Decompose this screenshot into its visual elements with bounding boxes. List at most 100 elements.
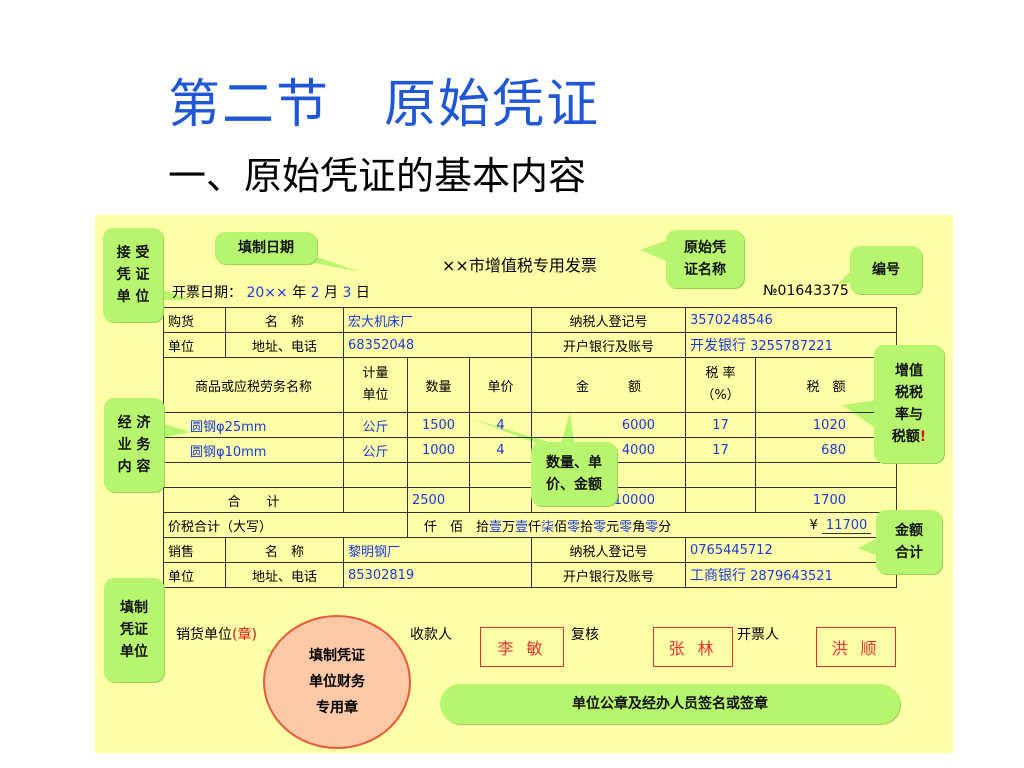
item-amount: 6000 — [531, 412, 686, 438]
words-part: 拾 — [580, 519, 594, 535]
date-month: 2 — [310, 285, 320, 301]
item-tax: 1020 — [755, 412, 897, 438]
header-unit-2: 单位 — [362, 388, 389, 403]
callout-qty-price: 数量、单价、金额 — [531, 442, 617, 506]
callout-total-amount: 金额合计 — [876, 510, 942, 574]
issuer-signature: 洪 顺 — [816, 627, 896, 667]
seal-line: 填制凭证 — [309, 648, 365, 664]
seller-label-2: 单位 — [163, 562, 226, 588]
callout-line: 凭证 — [120, 622, 148, 638]
callout-mark: ! — [919, 429, 927, 445]
header-price: 单价 — [469, 357, 532, 413]
seal-line: 单位财务 — [309, 674, 365, 690]
buyer-addr-value: 68352048 — [343, 332, 532, 358]
buyer-bank-account: 3255787221 — [750, 339, 833, 354]
date-day: 3 — [342, 285, 352, 301]
words-part: 角 — [632, 519, 646, 535]
invoice-number: №01643375 — [763, 283, 849, 299]
words-digit: 柒 — [541, 519, 555, 535]
header-amount: 金 额 — [531, 357, 686, 413]
callout-date: 填制日期 — [215, 232, 317, 264]
items-header-row: 商品或应税劳务名称 计量单位 数量 单价 金 额 税 率（%） 税 额 — [163, 357, 897, 413]
seller-unit-text: 销货单位 — [176, 627, 232, 643]
words-digit: 零 — [619, 519, 633, 535]
words-part: 元 — [606, 519, 620, 535]
seal-line: 专用章 — [316, 700, 358, 716]
buyer-addr-row: 单位 地址、电话 68352048 开户银行及账号 开发银行 325578722… — [163, 332, 897, 358]
seller-addr-row: 单位 地址、电话 85302819 开户银行及账号 工商银行 287964352… — [163, 562, 897, 588]
seal-mark: (章) — [232, 627, 257, 643]
words-part: 佰 — [554, 519, 568, 535]
payee-signature: 李 敏 — [480, 627, 564, 667]
callout-line: 价、金额 — [546, 477, 602, 493]
buyer-bank-value: 开发银行 3255787221 — [685, 332, 897, 358]
buyer-name-label: 名 称 — [225, 307, 344, 333]
item-rate: 17 — [685, 437, 756, 463]
total-label: 合 计 — [163, 487, 344, 513]
buyer-name-value: 宏大机床厂 — [343, 307, 532, 333]
item-rate: 17 — [685, 412, 756, 438]
header-qty: 数量 — [407, 357, 470, 413]
callout-line: 证名称 — [684, 262, 726, 278]
seller-addr-value: 85302819 — [343, 562, 532, 588]
callout-line: 单位 — [120, 644, 148, 660]
seller-name-row: 销售 名 称 黎明钢厂 纳税人登记号 0765445712 — [163, 537, 897, 563]
words-digit: 零 — [567, 519, 581, 535]
words-digit: 零 — [645, 519, 659, 535]
item-unit: 公斤 — [343, 437, 408, 463]
grand-total-words: 仟 佰 拾壹万壹仟柒佰零拾零元零角零分 — [407, 512, 756, 538]
buyer-bank-label: 开户银行及账号 — [531, 332, 686, 358]
callout-line: 单 位 — [116, 289, 150, 305]
item-price: 4 — [469, 437, 532, 463]
seller-bank-name: 工商银行 — [690, 568, 746, 584]
seller-bank-label: 开户银行及账号 — [531, 562, 686, 588]
grand-total-label: 价税合计（大写） — [163, 512, 408, 538]
callout-line: 合计 — [895, 545, 923, 561]
buyer-addr-label: 地址、电话 — [225, 332, 344, 358]
total-row: 合 计 2500 10000 1700 — [163, 487, 897, 513]
callout-line: 率与 — [894, 407, 923, 423]
words-digit: 壹 — [489, 519, 503, 535]
header-item: 商品或应税劳务名称 — [163, 357, 344, 413]
header-rate-2: （%） — [701, 388, 740, 403]
buyer-tax-id-value: 3570248546 — [685, 307, 897, 333]
callout-line: 金额 — [895, 523, 923, 539]
item-price: 4 — [469, 412, 532, 438]
buyer-tax-id-label: 纳税人登记号 — [531, 307, 686, 333]
buyer-label-2: 单位 — [163, 332, 226, 358]
invoice-date: 开票日期： 20×× 年 2 月 3 日 — [172, 282, 370, 302]
reviewer-label: 复核 — [571, 627, 599, 643]
seller-name-value: 黎明钢厂 — [343, 537, 532, 563]
callout-receiver: 接 受凭 证单 位 — [103, 228, 163, 322]
seller-bank-value: 工商银行 2879643521 — [685, 562, 897, 588]
grand-total-value-cell: ¥ 11700 — [755, 512, 897, 538]
words-part: 分 — [658, 519, 672, 535]
words-part: 仟 — [528, 519, 542, 535]
grand-total-value: 11700 — [821, 517, 872, 534]
invoice-table: 购货 名 称 宏大机床厂 纳税人登记号 3570248546 单位 地址、电话 … — [163, 307, 897, 588]
header-rate: 税 率（%） — [685, 357, 756, 413]
currency-symbol: ¥ — [809, 517, 818, 533]
callout-number: 编号 — [850, 246, 922, 294]
seller-bank-account: 2879643521 — [750, 569, 833, 584]
header-unit: 计量单位 — [343, 357, 408, 413]
seller-addr-label: 地址、电话 — [225, 562, 344, 588]
words-digit: 零 — [593, 519, 607, 535]
callout-line: 接 受 — [116, 245, 150, 261]
buyer-bank-name: 开发银行 — [690, 338, 746, 354]
page-title: 第二节 原始凭证 — [168, 75, 601, 135]
words-digit: 壹 — [515, 519, 529, 535]
callout-issuer-unit: 填制凭证单位 — [104, 578, 164, 682]
callout-line: 增值 — [894, 363, 923, 379]
callout-line: 填制 — [120, 600, 148, 616]
issuer-label: 开票人 — [737, 627, 779, 643]
item-qty: 1000 — [407, 437, 470, 463]
callout-line: 数量、单 — [546, 455, 602, 471]
seller-tax-id-value: 0765445712 — [685, 537, 897, 563]
date-year-label: 年 — [292, 285, 307, 301]
callout-line: 内 容 — [117, 459, 151, 475]
total-tax: 1700 — [755, 487, 897, 513]
seller-tax-id-label: 纳税人登记号 — [531, 537, 686, 563]
header-tax: 税 额 — [755, 357, 897, 413]
date-month-label: 月 — [324, 285, 339, 301]
